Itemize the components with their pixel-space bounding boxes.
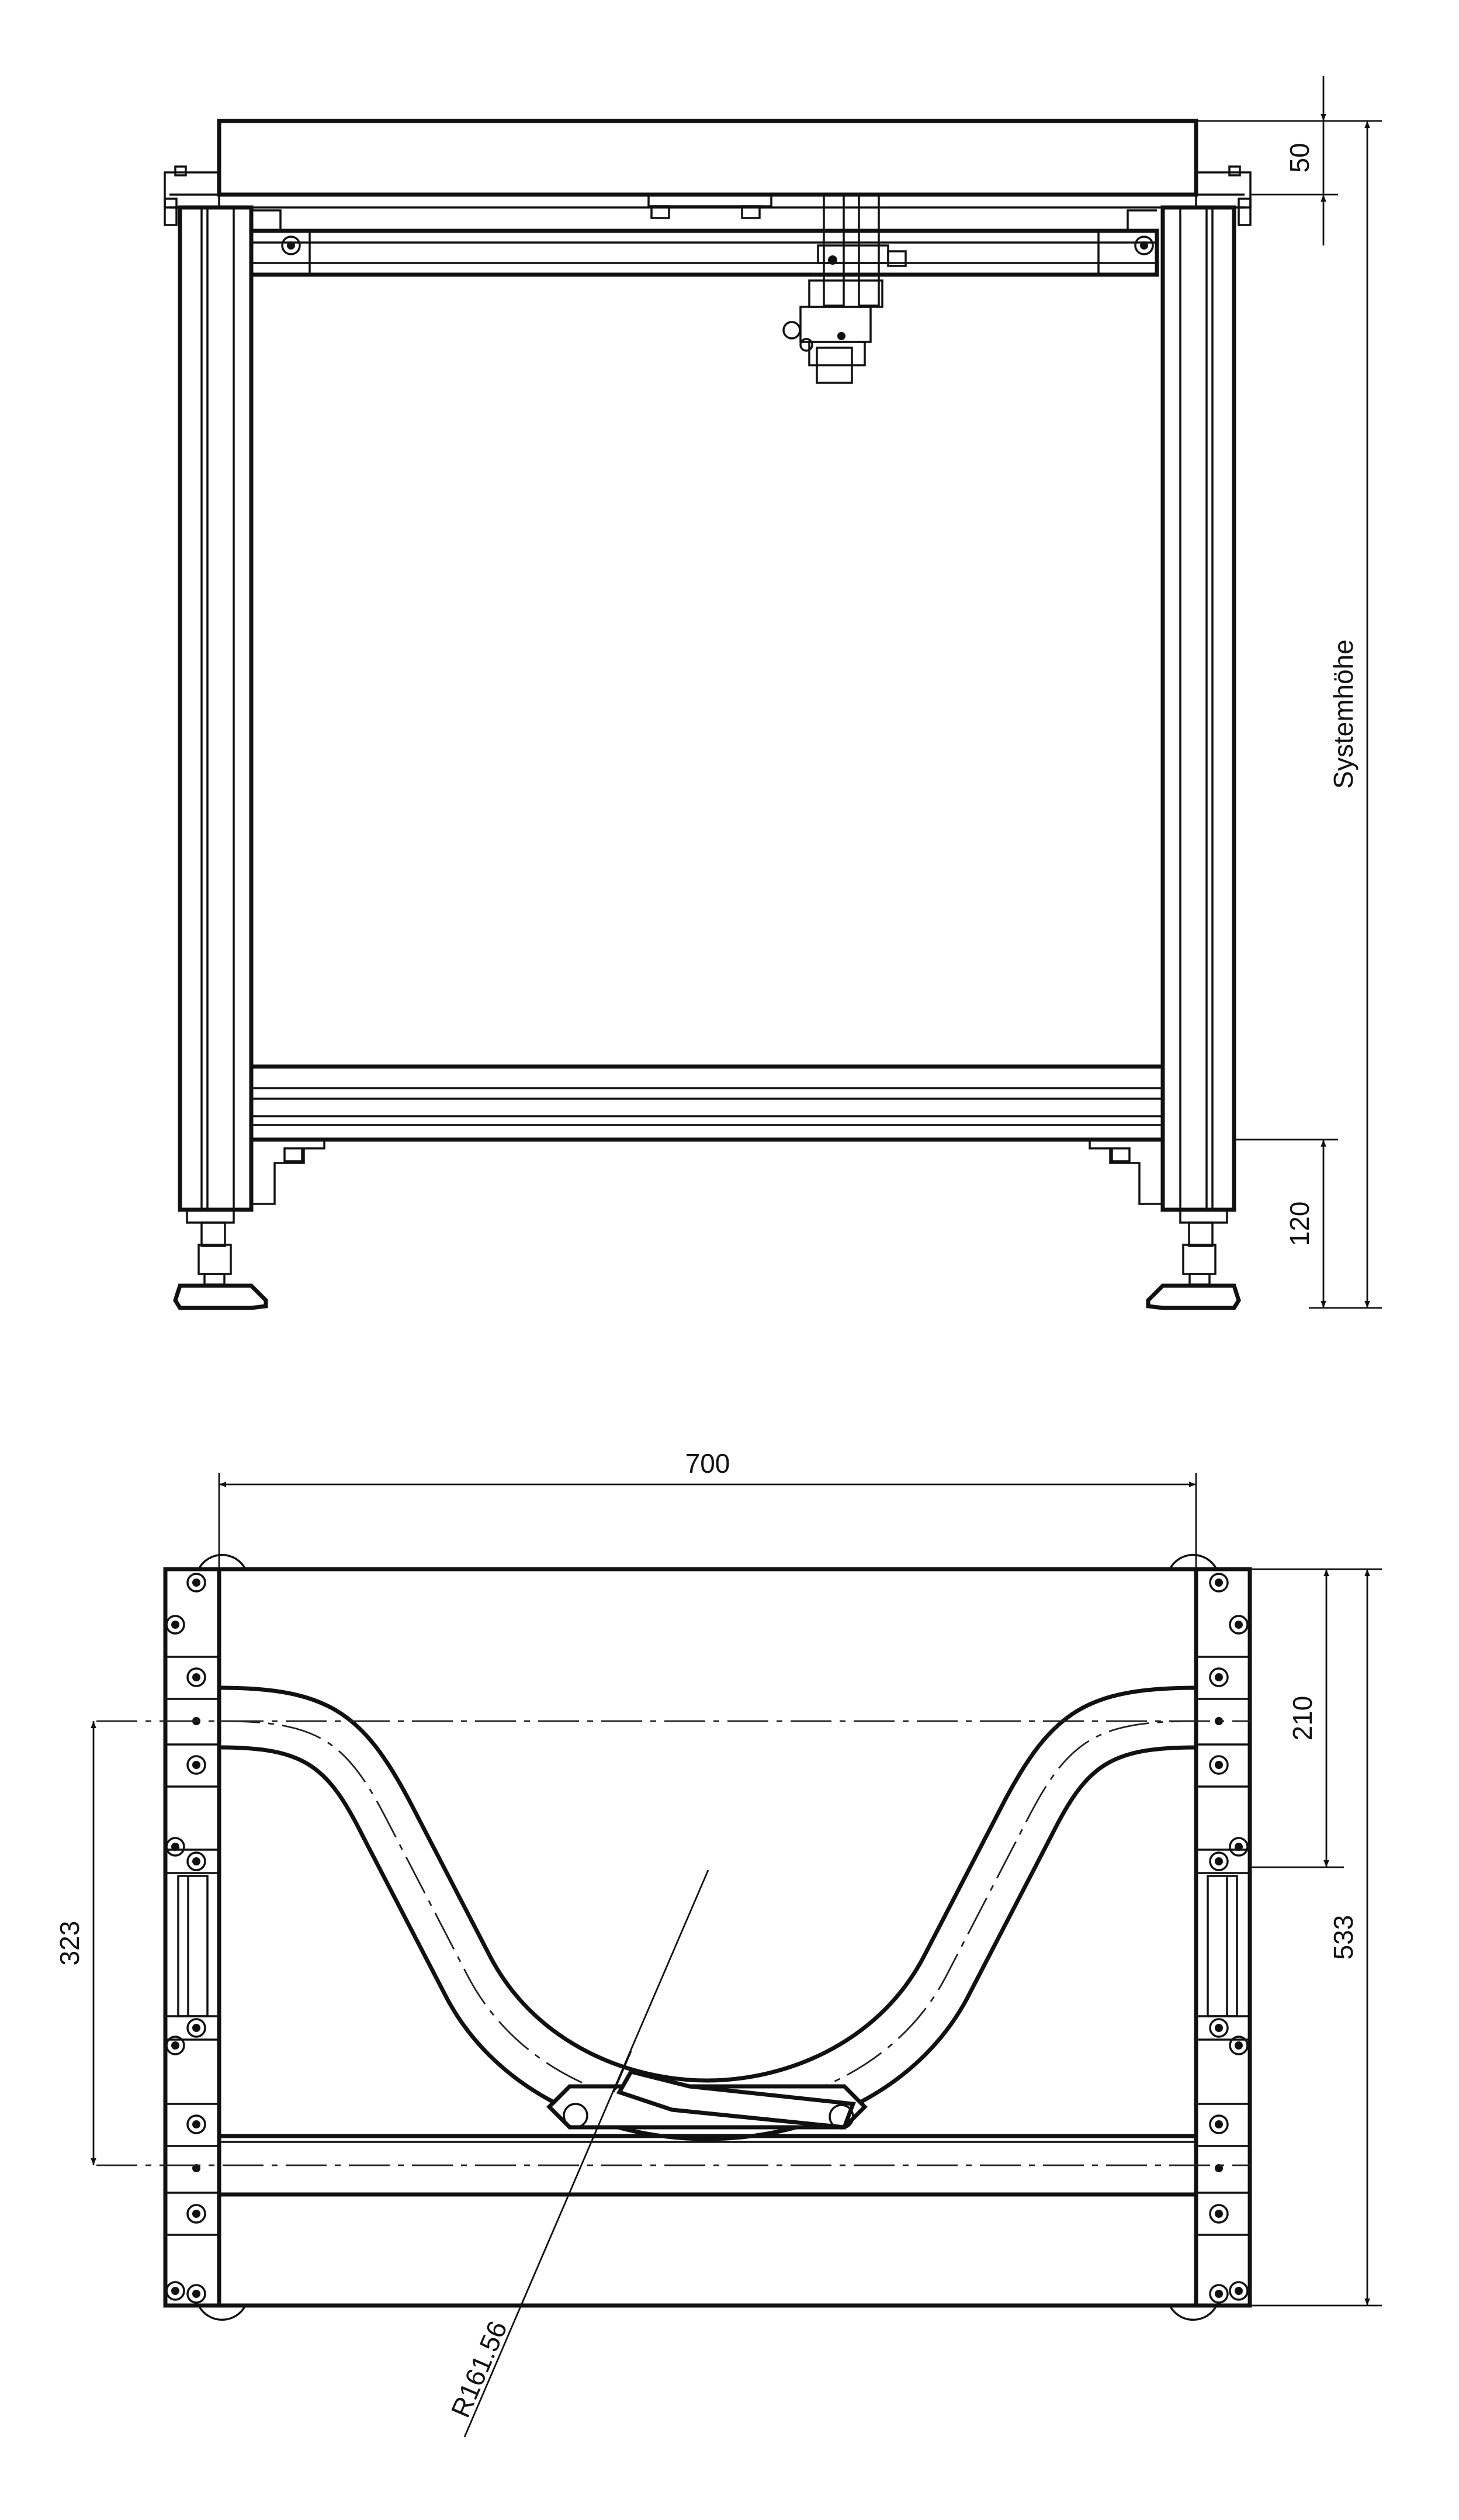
front-dimensions: 50 Systemhöhe 120 (1196, 76, 1382, 1309)
top-view (96, 1553, 1252, 2321)
left-side-rail (163, 1567, 221, 2308)
dim-system-height: Systemhöhe (1328, 639, 1359, 789)
right-side-rail (1194, 1567, 1252, 2308)
bottom-crossbeam (249, 1064, 1165, 1142)
dim-curve-span: 323 (54, 1921, 85, 1966)
dim-foot-height: 120 (1284, 1202, 1315, 1247)
top-dimensions: 700 210 533 323 R161.56 (54, 1448, 1382, 2438)
hanging-sensor (782, 193, 907, 384)
dim-radius: R161.56 (445, 2317, 513, 2422)
right-leg (1146, 205, 1241, 1310)
link-arm (546, 2069, 868, 2130)
dim-width: 700 (685, 1448, 730, 1479)
curved-track (217, 1685, 1198, 2141)
left-leg (173, 205, 268, 1310)
top-crossbeam (249, 229, 1159, 277)
dim-curve-start: 210 (1287, 1696, 1318, 1741)
front-view (164, 119, 1252, 1310)
dim-top-plate: 50 (1284, 143, 1315, 172)
dim-depth: 533 (1328, 1915, 1359, 1960)
top-plate (217, 119, 1198, 197)
